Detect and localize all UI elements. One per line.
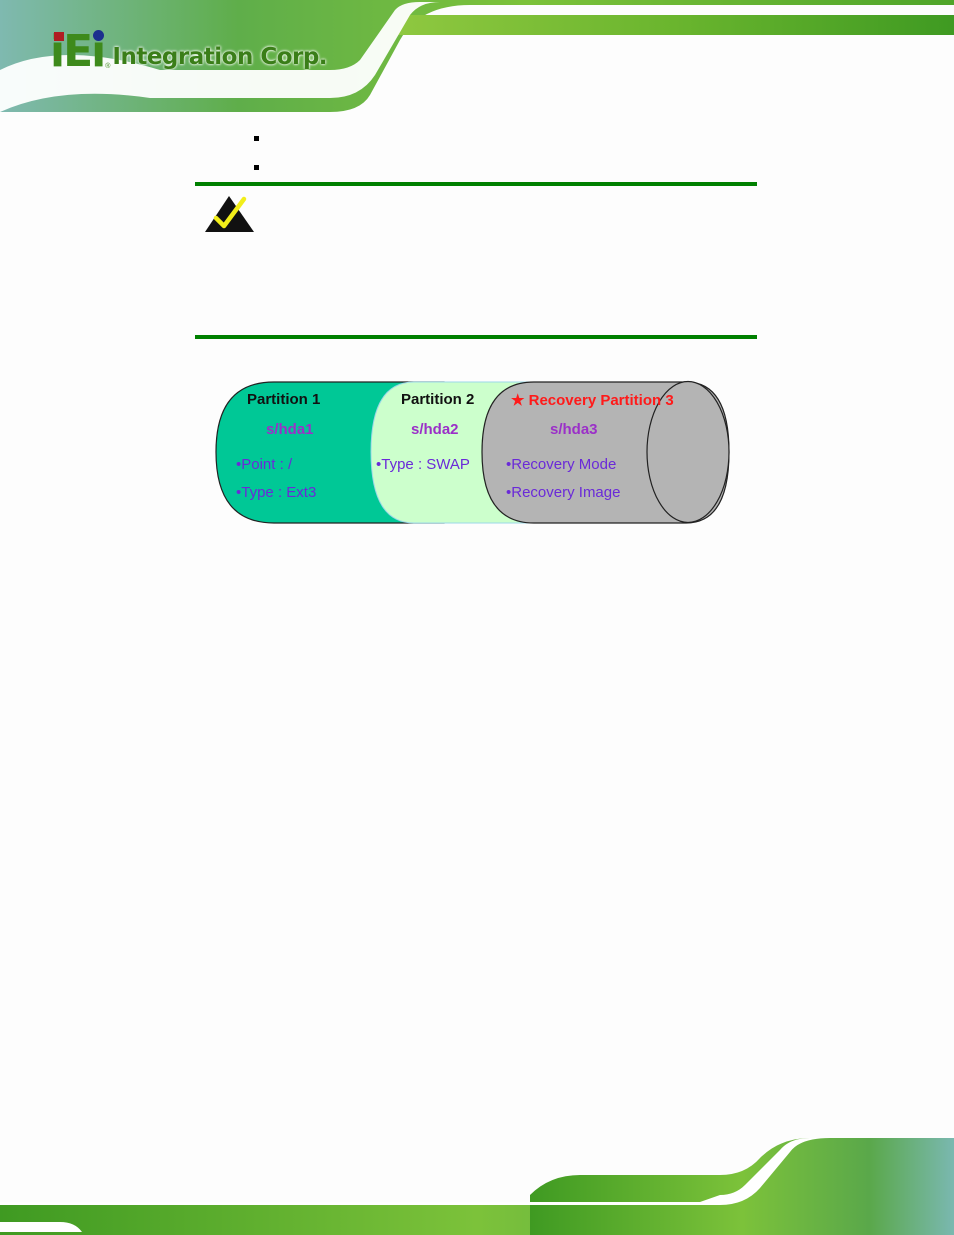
partition-diagram: Partition 1 s/hda1 •Point : / •Type : Ex… <box>214 380 732 525</box>
note-top-rule <box>195 182 757 186</box>
logo-mark: iEi <box>50 26 106 77</box>
registered-mark: ® <box>105 63 111 70</box>
brand-name: Integration Corp. <box>112 44 328 70</box>
check-triangle-icon <box>205 196 254 232</box>
recovery-partition-title: ★ Recovery Partition 3 <box>511 392 674 409</box>
logo-red-square <box>54 32 64 41</box>
partition-3-device: s/hda3 <box>550 421 598 438</box>
brand-logo: iEi ® Integration Corp. <box>50 26 328 77</box>
note-bottom-rule <box>195 335 757 339</box>
bullet-marker <box>254 136 259 141</box>
partition-2-device: s/hda2 <box>411 421 459 438</box>
bullet-marker <box>254 165 259 170</box>
partition-2-item: •Type : SWAP <box>376 456 470 473</box>
logo-blue-dot <box>93 30 104 41</box>
partition-1-item: •Type : Ext3 <box>236 484 317 501</box>
note-text <box>270 194 750 324</box>
partition-1-title: Partition 1 <box>247 391 321 408</box>
partition-3-item: •Recovery Image <box>506 484 621 501</box>
partition-3-item: •Recovery Mode <box>506 456 617 473</box>
page-footer <box>0 1120 954 1235</box>
cylinder-graphic <box>215 380 730 524</box>
header-banner-graphic <box>0 0 954 115</box>
partition-1-item: •Point : / <box>236 456 293 473</box>
partition-2-title: Partition 2 <box>401 391 475 408</box>
partition-1-device: s/hda1 <box>266 421 314 438</box>
page-header: iEi ® Integration Corp. <box>0 0 954 115</box>
footer-banner-graphic <box>0 1138 954 1235</box>
